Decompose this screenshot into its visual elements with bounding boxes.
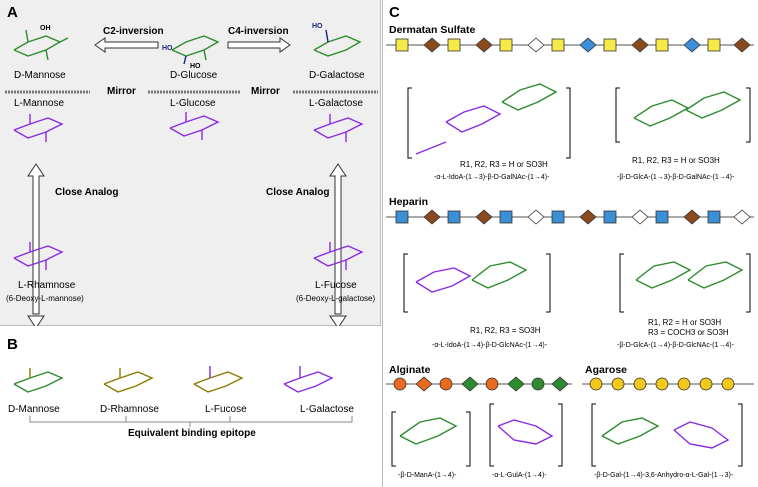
l-glucose-label: L-Glucose <box>170 98 216 109</box>
svg-text:OH: OH <box>40 25 51 32</box>
panel-b-sugar-3: L-Fucose <box>205 404 247 415</box>
bracket <box>29 416 353 427</box>
heparin-title: Heparin <box>389 196 429 208</box>
panel-b-sugar-2: D-Rhamnose <box>100 404 159 415</box>
close-analog-right-label: Close Analog <box>266 187 330 198</box>
svg-text:HO: HO <box>162 45 173 52</box>
panel-b-graphics <box>13 366 353 427</box>
agarose-title: Agarose <box>585 364 628 376</box>
dermatan-linkage-right: -β-D-GlcA-(1→3)-β-D-GalNAc-(1→4)- <box>617 174 735 181</box>
panel-a-graphics: OH HO HO HO <box>5 23 378 326</box>
close-analog-arrow-right <box>329 163 347 326</box>
dermatan-substituents-right: R1, R2, R3 = H or SO3H <box>632 156 720 165</box>
alginate-title: Alginate <box>389 364 431 376</box>
d-mannose-structure: OH <box>13 25 69 61</box>
d-mannose-label: D-Mannose <box>14 70 66 81</box>
heparin-substituents-right-1: R1, R2 = H or SO3H <box>648 318 722 327</box>
dermatan-chain <box>386 37 754 53</box>
close-analog-left-label: Close Analog <box>55 187 119 198</box>
panel-b-letter: B <box>7 336 18 353</box>
heparin-substituents-left: R1, R2, R3 = SO3H <box>470 326 541 335</box>
panel-divider <box>382 0 383 487</box>
dermatan-substituents-left: R1, R2, R3 = H or SO3H <box>460 160 548 169</box>
dermatan-structures <box>407 83 751 159</box>
heparin-linkage-left: -α-L-IdoA-(1→4)-β-D-GlcNAc-(1→4)- <box>432 342 548 349</box>
d-glucose-structure: HO HO <box>162 35 220 70</box>
c4-inversion-label: C4-inversion <box>228 26 289 37</box>
l-rhamnose-label: L-Rhamnose <box>18 280 76 291</box>
d-galactose-label: D-Galactose <box>309 70 365 81</box>
c2-inversion-arrow <box>94 37 159 53</box>
panel-b-sugar-1: D-Mannose <box>8 404 60 415</box>
l-fucose-sub-label: (6-Deoxy-L-galactose) <box>296 294 376 303</box>
c2-inversion-label: C2-inversion <box>103 26 164 37</box>
dermatan-title: Dermatan Sulfate <box>389 24 476 36</box>
heparin-chain <box>386 209 754 225</box>
l-rhamnose-sub-label: (6-Deoxy-L-mannose) <box>6 294 84 303</box>
dermatan-linkage-left: -α-L-IdoA-(1→3)-β-D-GalNAc-(1→4)- <box>434 174 550 181</box>
close-analog-arrow-left <box>27 163 45 326</box>
c4-inversion-arrow <box>227 37 291 53</box>
d-galactose-structure: HO <box>312 23 362 57</box>
alginate-structures <box>391 403 563 467</box>
mirror-right-label: Mirror <box>251 86 280 97</box>
d-glucose-label: D-Glucose <box>170 70 218 81</box>
l-fucose-label: L-Fucose <box>315 280 357 291</box>
heparin-substituents-right-2: R3 = COCH3 or SO3H <box>648 328 729 337</box>
agarose-chain <box>582 377 754 391</box>
svg-text:HO: HO <box>190 63 201 70</box>
heparin-linkage-right: -β-D-GlcA-(1→4)-β-D-GlcNAc-(1→4)- <box>617 342 734 349</box>
mirror-left-label: Mirror <box>107 86 136 97</box>
alginate-chain <box>386 376 572 392</box>
heparin-structures <box>403 253 751 313</box>
svg-text:HO: HO <box>312 23 323 30</box>
panel-b-sugar-4: L-Galactose <box>300 404 354 415</box>
alginate-linkage-right: -α-L-GulA-(1→4)- <box>492 472 547 479</box>
panel-c-letter: C <box>389 4 400 21</box>
l-sugar-structures <box>13 112 364 270</box>
l-galactose-label: L-Galactose <box>309 98 363 109</box>
l-mannose-label: L-Mannose <box>14 98 65 109</box>
alginate-linkage-left: -β-D-ManA-(1→4)- <box>398 472 457 479</box>
panel-b-caption: Equivalent binding epitope <box>128 428 256 439</box>
agarose-linkage: -β-D-Gal-(1→4)-3,6-Anhydro-α-L-Gal-(1→3)… <box>594 472 734 479</box>
agarose-structure <box>591 403 743 467</box>
panel-a-letter: A <box>7 4 18 21</box>
